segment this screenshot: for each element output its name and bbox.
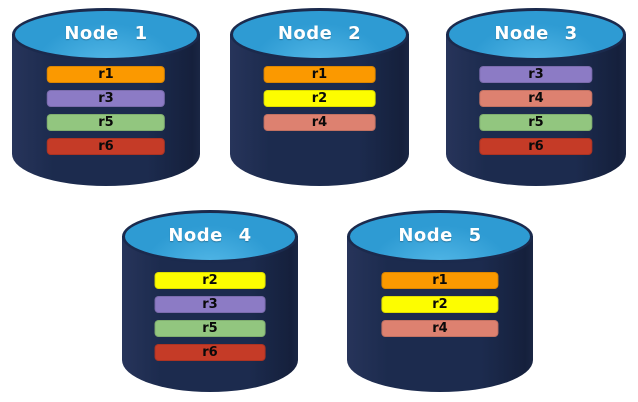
replica-list: r1 r3 r5 r6 xyxy=(46,66,166,155)
replica-label: r5 xyxy=(528,115,544,130)
replica-bar-r2: r2 xyxy=(263,90,376,107)
replica-label: r3 xyxy=(528,67,544,82)
replica-label: r5 xyxy=(202,321,218,336)
replica-bar-r6: r6 xyxy=(154,344,266,361)
cylinder-top: Node 1 xyxy=(12,8,200,61)
replica-label: r4 xyxy=(432,321,448,336)
replica-list: r2 r3 r5 r6 xyxy=(154,272,266,361)
replica-label: r5 xyxy=(98,115,114,130)
replica-bar-r2: r2 xyxy=(154,272,266,289)
node-title: Node 3 xyxy=(494,23,578,44)
replica-bar-r6: r6 xyxy=(46,138,166,155)
replica-label: r2 xyxy=(311,91,328,106)
node-title: Node 4 xyxy=(168,225,252,246)
replica-label: r2 xyxy=(432,297,448,312)
node-2-cylinder: Node 2 r1 r2 r4 xyxy=(230,8,409,186)
replica-bar-r3: r3 xyxy=(154,296,266,313)
replica-bar-r3: r3 xyxy=(46,90,166,107)
replica-bar-r4: r4 xyxy=(381,320,499,337)
replica-label: r3 xyxy=(202,297,218,312)
replica-bar-r5: r5 xyxy=(154,320,266,337)
replica-bar-r1: r1 xyxy=(381,272,499,289)
replica-label: r6 xyxy=(98,139,114,154)
replica-bar-r3: r3 xyxy=(479,66,593,83)
replica-bar-r1: r1 xyxy=(263,66,376,83)
cylinder-top: Node 2 xyxy=(230,8,409,61)
cylinder-top: Node 4 xyxy=(122,210,298,263)
node-4-cylinder: Node 4 r2 r3 r5 r6 xyxy=(122,210,298,392)
replica-bar-r5: r5 xyxy=(46,114,166,131)
replica-label: r1 xyxy=(311,67,328,82)
replica-bar-r4: r4 xyxy=(263,114,376,131)
node-title: Node 2 xyxy=(277,23,362,44)
cylinder-top: Node 5 xyxy=(347,210,533,263)
replica-label: r6 xyxy=(202,345,218,360)
node-title: Node 5 xyxy=(398,225,482,246)
node-title: Node 1 xyxy=(64,23,148,44)
replica-list: r1 r2 r4 xyxy=(381,272,499,337)
replica-label: r1 xyxy=(98,67,114,82)
replica-list: r1 r2 r4 xyxy=(263,66,376,131)
replica-label: r2 xyxy=(202,273,218,288)
replica-bar-r1: r1 xyxy=(46,66,166,83)
replica-bar-r6: r6 xyxy=(479,138,593,155)
cylinder-top: Node 3 xyxy=(446,8,626,61)
node-3-cylinder: Node 3 r3 r4 r5 r6 xyxy=(446,8,626,186)
replica-bar-r4: r4 xyxy=(479,90,593,107)
replica-label: r3 xyxy=(98,91,114,106)
replica-bar-r2: r2 xyxy=(381,296,499,313)
replica-list: r3 r4 r5 r6 xyxy=(479,66,593,155)
replica-label: r6 xyxy=(528,139,544,154)
replica-label: r4 xyxy=(311,115,328,130)
replica-label: r1 xyxy=(432,273,448,288)
node-5-cylinder: Node 5 r1 r2 r4 xyxy=(347,210,533,392)
replica-label: r4 xyxy=(528,91,544,106)
node-1-cylinder: Node 1 r1 r3 r5 r6 xyxy=(12,8,200,186)
replica-bar-r5: r5 xyxy=(479,114,593,131)
